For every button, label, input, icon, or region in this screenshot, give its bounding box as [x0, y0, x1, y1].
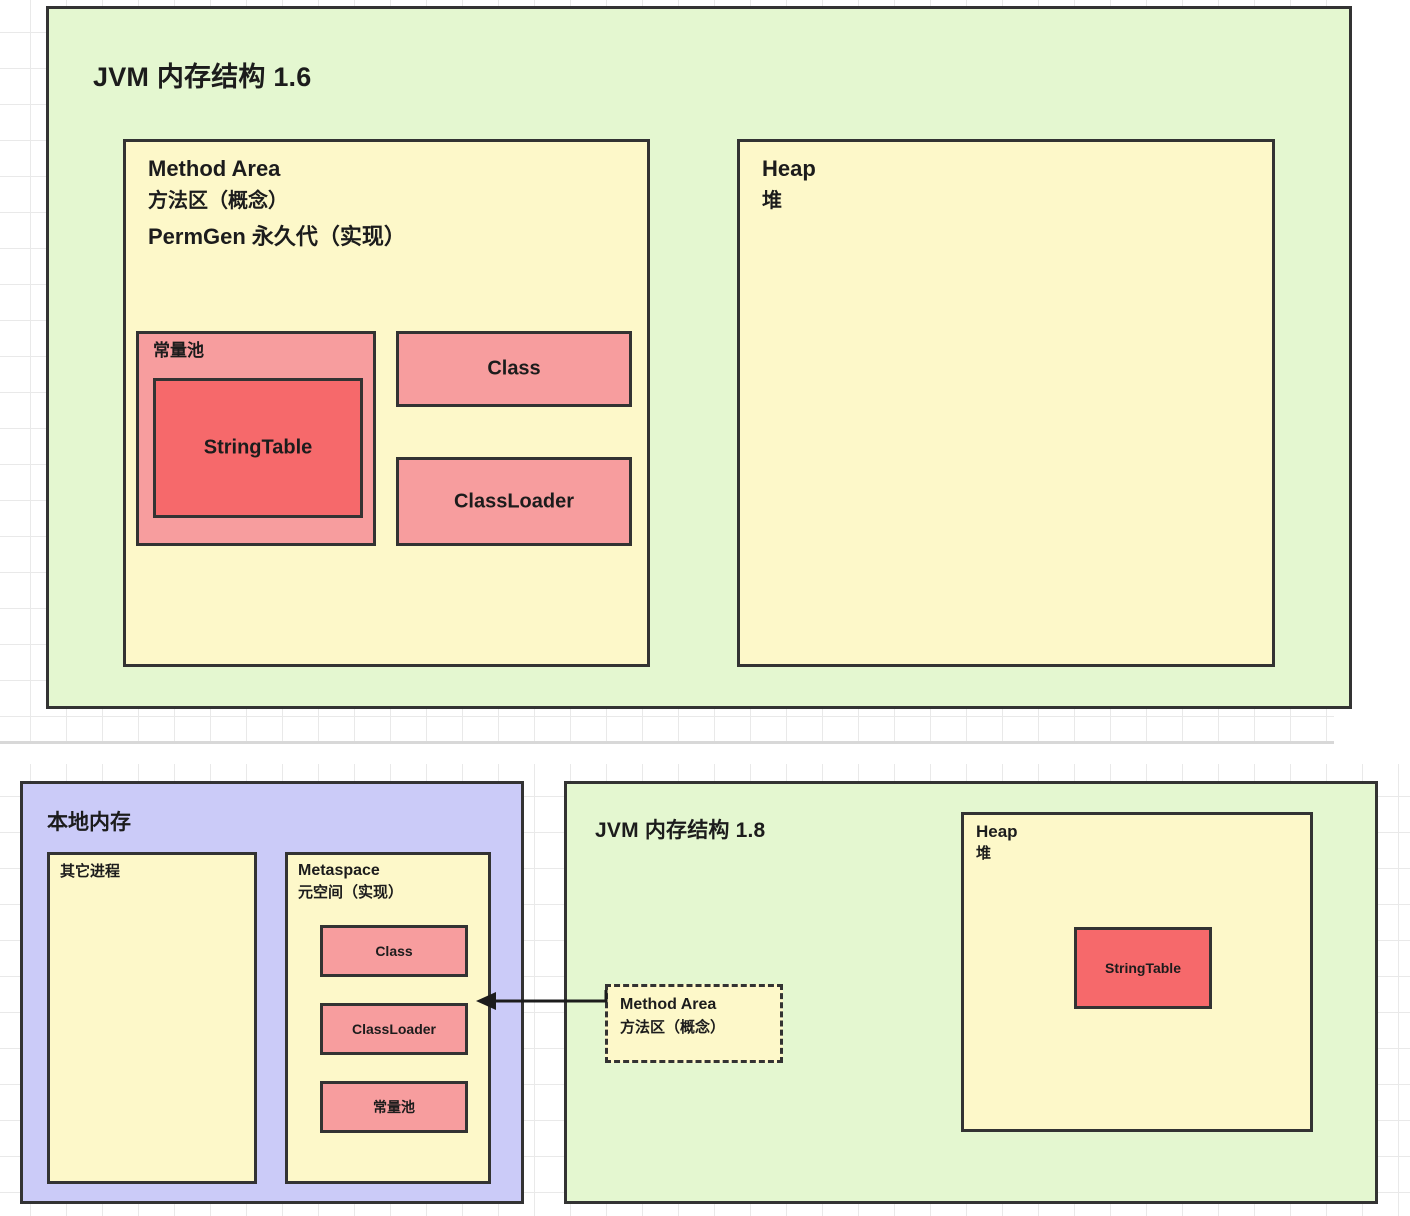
string-table-box: StringTable: [153, 378, 363, 518]
jvm18-panel: JVM 内存结构 1.8 Method Area 方法区（概念） Heap 堆 …: [564, 781, 1378, 1204]
method-area-impl-cn: PermGen 永久代（实现）: [148, 224, 406, 249]
string-table-box-18: StringTable: [1074, 927, 1212, 1009]
native-memory-title: 本地内存: [47, 811, 131, 834]
jvm16-panel-title: JVM 内存结构 1.6: [93, 62, 312, 92]
method-area-title-en: Method Area: [148, 156, 281, 181]
metaspace-item-classloader-label: ClassLoader: [351, 1021, 437, 1037]
constant-pool-label: 常量池: [153, 341, 204, 360]
string-table-label-18: StringTable: [1105, 960, 1181, 976]
heap-title-cn-16: 堆: [762, 190, 782, 212]
metaspace-title-cn: 元空间（实现）: [298, 884, 404, 901]
jvm18-panel-title: JVM 内存结构 1.8: [595, 819, 766, 842]
metaspace-item-classloader: ClassLoader: [320, 1003, 468, 1055]
heap-box-18: Heap 堆 StringTable: [961, 812, 1313, 1132]
classloader-label: ClassLoader: [453, 490, 575, 512]
constant-pool-box: 常量池 StringTable: [136, 331, 376, 546]
jvm16-panel: JVM 内存结构 1.6 Method Area 方法区（概念） PermGen…: [46, 6, 1352, 709]
method-area-title-cn: 方法区（概念）: [148, 190, 288, 212]
heap-box-16: Heap 堆: [737, 139, 1275, 667]
arrow-icon: [476, 990, 608, 1010]
metaspace-item-constant-pool: 常量池: [320, 1081, 468, 1133]
metaspace-item-class: Class: [320, 925, 468, 977]
jvm18-canvas: 本地内存 其它进程 Metaspace 元空间（实现） Class ClassL…: [0, 764, 1410, 1216]
method-area-box: Method Area 方法区（概念） PermGen 永久代（实现） 常量池 …: [123, 139, 650, 667]
metaspace-item-constant-pool-label: 常量池: [373, 1099, 415, 1115]
method-area-note-title-cn: 方法区（概念）: [620, 1019, 726, 1036]
method-area-to-metaspace-arrow: [470, 986, 610, 1016]
metaspace-item-class-label: Class: [375, 943, 413, 959]
heap-title-en-18: Heap: [976, 822, 1018, 841]
other-processes-box: 其它进程: [47, 852, 257, 1184]
image-gap: [0, 744, 1410, 764]
class-label: Class: [487, 357, 541, 380]
native-memory-panel: 本地内存 其它进程 Metaspace 元空间（实现） Class ClassL…: [20, 781, 524, 1204]
classloader-box: ClassLoader: [396, 457, 632, 546]
other-processes-label: 其它进程: [60, 863, 121, 880]
heap-title-en-16: Heap: [762, 156, 816, 181]
method-area-note-title-en: Method Area: [620, 996, 717, 1013]
metaspace-title-en: Metaspace: [298, 862, 380, 879]
metaspace-box: Metaspace 元空间（实现） Class ClassLoader 常量池: [285, 852, 491, 1184]
string-table-label: StringTable: [203, 436, 313, 459]
method-area-note-box: Method Area 方法区（概念）: [605, 984, 783, 1063]
heap-title-cn-18: 堆: [976, 845, 992, 862]
jvm16-canvas: JVM 内存结构 1.6 Method Area 方法区（概念） PermGen…: [0, 0, 1352, 741]
image-divider: [0, 741, 1334, 744]
class-box: Class: [396, 331, 632, 407]
